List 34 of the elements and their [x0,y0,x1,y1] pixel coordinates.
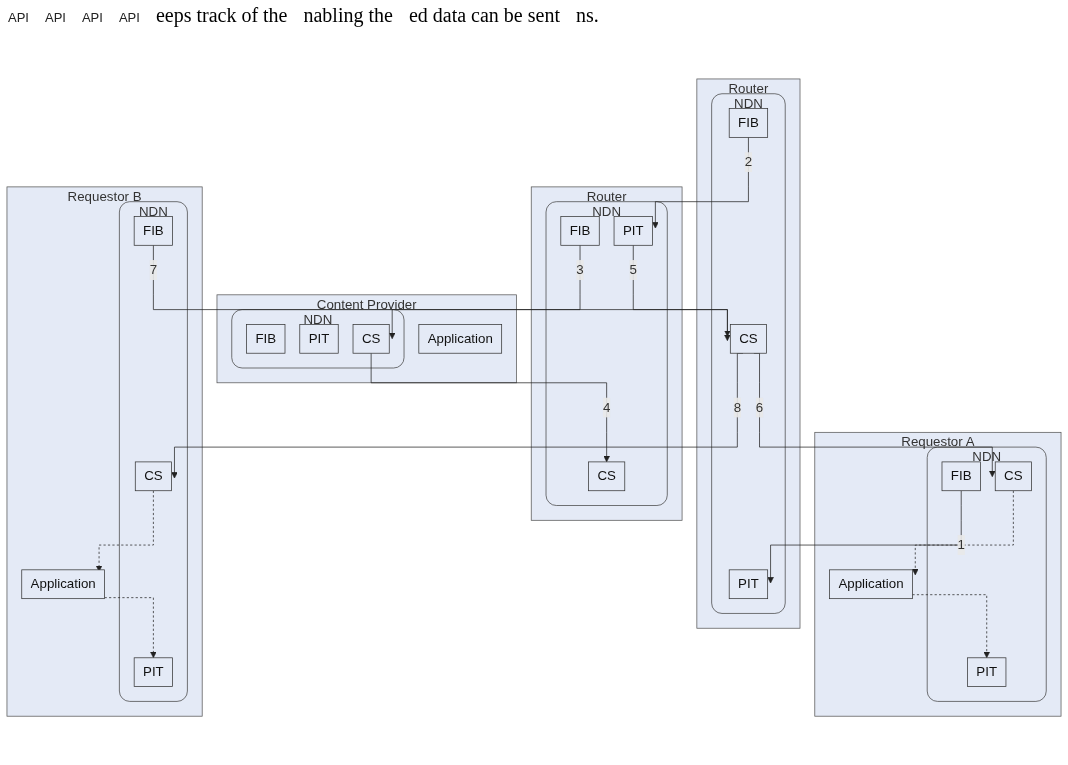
edge-label: 2 [744,154,753,170]
edge-label: 1 [957,537,965,553]
node-box: CS [134,461,172,492]
api-label: API [81,10,103,25]
node-box: FIB [941,461,981,492]
edge-label: 8 [733,400,742,415]
text-fragment: eeps track of the [155,4,288,27]
edge-label: 7 [149,262,158,278]
node-box: FIB [133,216,173,247]
node-box: FIB [728,108,769,139]
text-fragment: ns. [575,4,599,27]
node-box: CS [352,324,390,354]
api-label: API [118,10,140,25]
edge-label: 4 [602,400,611,415]
edge-label: 3 [576,262,584,278]
node-box: PIT [613,216,653,247]
text-fragment: nabling the [303,4,393,27]
node-box: PIT [967,657,1007,688]
node-box: Application [829,569,913,600]
node-box: PIT [299,324,339,354]
node-box: CS [729,324,767,354]
api-label: API [44,10,66,25]
node-box: PIT [133,657,173,688]
node-box: PIT [728,569,769,600]
api-label: API [8,10,29,25]
node-box: CS [588,461,626,492]
text-fragment: ed data can be sent [408,4,560,27]
node-box: Application [418,324,503,354]
node-box: Application [21,569,105,600]
edge-label: 5 [629,262,637,278]
node-box: CS [994,461,1032,492]
node-box: FIB [246,324,286,354]
node-box: FIB [560,216,600,247]
edge-label: 6 [755,400,764,415]
